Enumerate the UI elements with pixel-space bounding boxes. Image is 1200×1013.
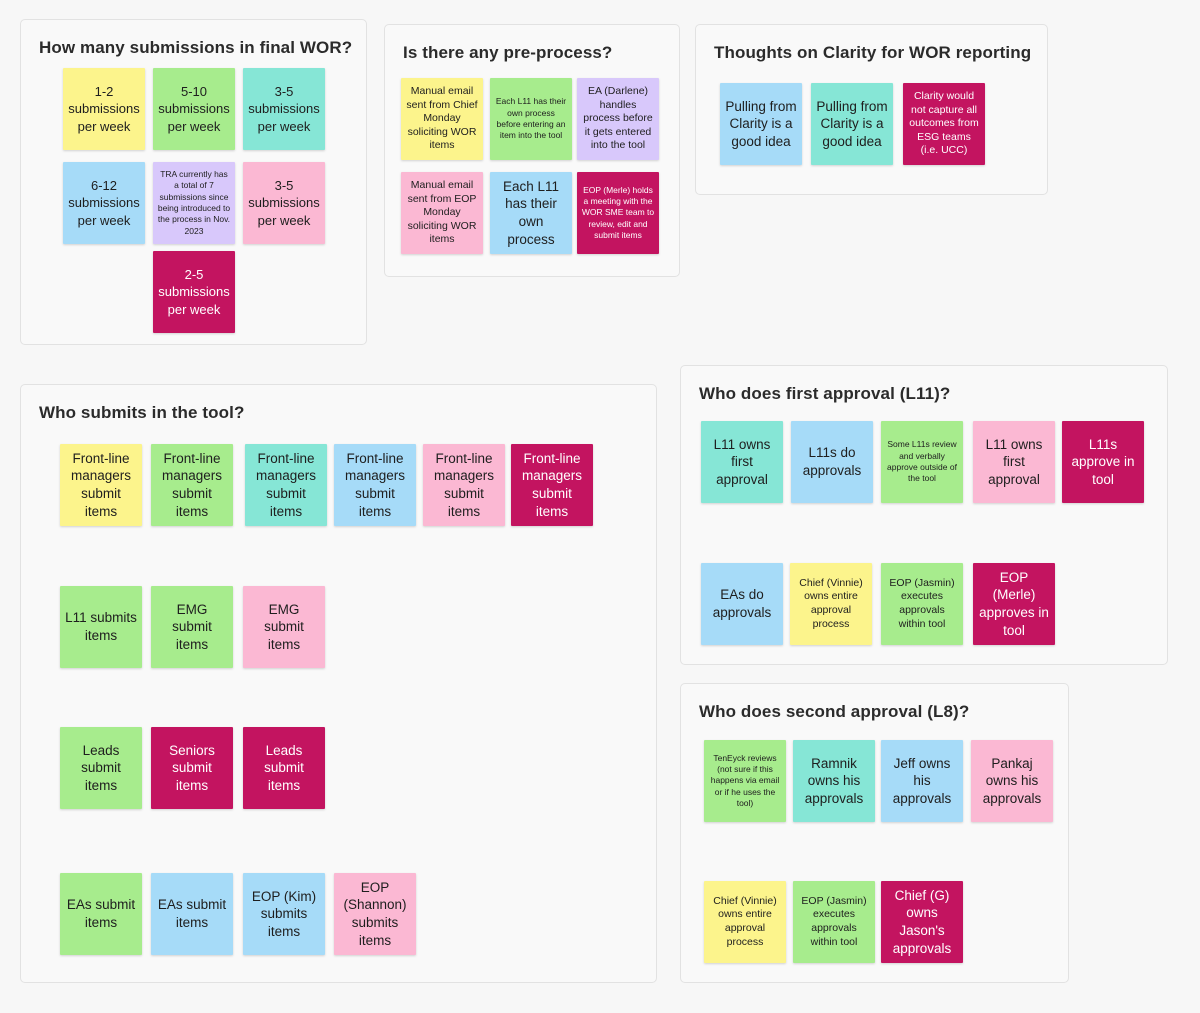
sticky-note[interactable]: Jeff owns his approvals bbox=[881, 740, 963, 822]
frame-submissions-count[interactable]: How many submissions in final WOR? 1-2 s… bbox=[20, 19, 367, 345]
sticky-note[interactable]: TenEyck reviews (not sure if this happen… bbox=[704, 740, 786, 822]
sticky-note[interactable]: EOP (Shannon) submits items bbox=[334, 873, 416, 955]
sticky-note[interactable]: Chief (G) owns Jason's approvals bbox=[881, 881, 963, 963]
frame-title: How many submissions in final WOR? bbox=[39, 38, 353, 57]
sticky-note[interactable]: EOP (Kim) submits items bbox=[243, 873, 325, 955]
sticky-note[interactable]: EAs do approvals bbox=[701, 563, 783, 645]
sticky-note[interactable]: L11s do approvals bbox=[791, 421, 873, 503]
sticky-note[interactable]: L11 submits items bbox=[60, 586, 142, 668]
sticky-note[interactable]: EOP (Jasmin) executes approvals within t… bbox=[793, 881, 875, 963]
sticky-note[interactable]: Manual email sent from EOP Monday solici… bbox=[401, 172, 483, 254]
sticky-note[interactable]: EMG submit items bbox=[243, 586, 325, 668]
sticky-note[interactable]: Front-line managers submit items bbox=[151, 444, 233, 526]
sticky-note[interactable]: Front-line managers submit items bbox=[60, 444, 142, 526]
sticky-note[interactable]: EMG submit items bbox=[151, 586, 233, 668]
sticky-note[interactable]: Pulling from Clarity is a good idea bbox=[720, 83, 802, 165]
sticky-note[interactable]: Chief (Vinnie) owns entire approval proc… bbox=[790, 563, 872, 645]
sticky-note[interactable]: Pulling from Clarity is a good idea bbox=[811, 83, 893, 165]
sticky-note[interactable]: EA (Darlene) handles process before it g… bbox=[577, 78, 659, 160]
frame-title: Is there any pre-process? bbox=[403, 43, 613, 62]
frame-title: Thoughts on Clarity for WOR reporting bbox=[714, 43, 1032, 62]
sticky-note[interactable]: 3-5 submissions per week bbox=[243, 68, 325, 150]
sticky-note[interactable]: 6-12 submissions per week bbox=[63, 162, 145, 244]
sticky-note[interactable]: 2-5 submissions per week bbox=[153, 251, 235, 333]
sticky-note[interactable]: Front-line managers submit items bbox=[334, 444, 416, 526]
sticky-note[interactable]: L11 owns first approval bbox=[701, 421, 783, 503]
sticky-note[interactable]: EAs submit items bbox=[151, 873, 233, 955]
sticky-note[interactable]: Manual email sent from Chief Monday soli… bbox=[401, 78, 483, 160]
frame-second-approval[interactable]: Who does second approval (L8)? TenEyck r… bbox=[680, 683, 1069, 983]
frame-pre-process[interactable]: Is there any pre-process? Manual email s… bbox=[384, 24, 680, 277]
sticky-note[interactable]: Pankaj owns his approvals bbox=[971, 740, 1053, 822]
sticky-note[interactable]: Some L11s review and verbally approve ou… bbox=[881, 421, 963, 503]
sticky-note[interactable]: Front-line managers submit items bbox=[423, 444, 505, 526]
sticky-note[interactable]: Front-line managers submit items bbox=[511, 444, 593, 526]
sticky-note[interactable]: L11s approve in tool bbox=[1062, 421, 1144, 503]
sticky-note[interactable]: EOP (Jasmin) executes approvals within t… bbox=[881, 563, 963, 645]
sticky-note[interactable]: Leads submit items bbox=[243, 727, 325, 809]
sticky-note[interactable]: Ramnik owns his approvals bbox=[793, 740, 875, 822]
frame-first-approval[interactable]: Who does first approval (L11)? L11 owns … bbox=[680, 365, 1168, 665]
sticky-note[interactable]: EOP (Merle) holds a meeting with the WOR… bbox=[577, 172, 659, 254]
sticky-note[interactable]: 3-5 submissions per week bbox=[243, 162, 325, 244]
sticky-note[interactable]: 5-10 submissions per week bbox=[153, 68, 235, 150]
sticky-note[interactable]: 1-2 submissions per week bbox=[63, 68, 145, 150]
sticky-note[interactable]: Clarity would not capture all outcomes f… bbox=[903, 83, 985, 165]
sticky-note[interactable]: EAs submit items bbox=[60, 873, 142, 955]
frame-title: Who does second approval (L8)? bbox=[699, 702, 970, 721]
frame-who-submits[interactable]: Who submits in the tool? Front-line mana… bbox=[20, 384, 657, 983]
frame-clarity-thoughts[interactable]: Thoughts on Clarity for WOR reporting Pu… bbox=[695, 24, 1048, 195]
sticky-note[interactable]: Seniors submit items bbox=[151, 727, 233, 809]
frame-title: Who submits in the tool? bbox=[39, 403, 245, 422]
sticky-note[interactable]: Chief (Vinnie) owns entire approval proc… bbox=[704, 881, 786, 963]
sticky-note[interactable]: Front-line managers submit items bbox=[245, 444, 327, 526]
sticky-note[interactable]: Each L11 has their own process bbox=[490, 172, 572, 254]
frame-title: Who does first approval (L11)? bbox=[699, 384, 951, 403]
sticky-note[interactable]: Each L11 has their own process before en… bbox=[490, 78, 572, 160]
sticky-note[interactable]: L11 owns first approval bbox=[973, 421, 1055, 503]
sticky-note[interactable]: TRA currently has a total of 7 submissio… bbox=[153, 162, 235, 244]
sticky-note[interactable]: Leads submit items bbox=[60, 727, 142, 809]
sticky-note[interactable]: EOP (Merle) approves in tool bbox=[973, 563, 1055, 645]
